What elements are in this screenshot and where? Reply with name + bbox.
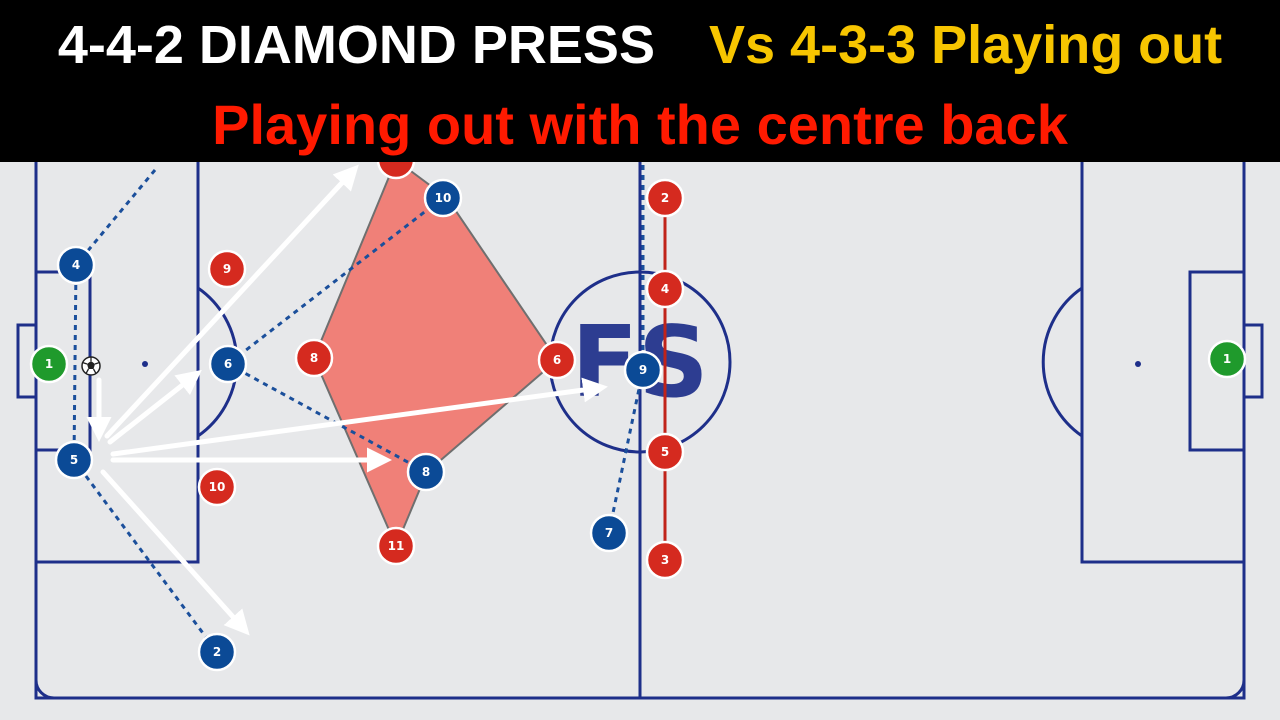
goalkeeper-right[interactable]: 1 (1207, 339, 1247, 379)
dashed-line-10-to-6 (227, 198, 441, 366)
left-penalty-spot (142, 361, 148, 367)
right-penalty-spot (1135, 361, 1141, 367)
player-number: 1 (1223, 352, 1231, 366)
player-number: 6 (553, 353, 561, 367)
player-number: 9 (639, 363, 647, 377)
blue-player-4[interactable]: 4 (56, 245, 96, 285)
football-icon (81, 356, 101, 376)
player-number: 3 (661, 553, 669, 567)
blue-player-9[interactable]: 9 (623, 350, 663, 390)
title-banner: 4-4-2 DIAMOND PRESS Vs 4-3-3 Playing out… (0, 0, 1280, 162)
player-number: 1 (45, 357, 53, 371)
player-number: 8 (422, 465, 430, 479)
dashed-line-9-to-7 (607, 369, 645, 533)
blue-player-8[interactable]: 8 (406, 452, 446, 492)
blue-movement-lines (72, 165, 645, 653)
pass-arrows (86, 164, 608, 636)
arrow-5-to-9 (110, 377, 608, 457)
arrow-5-to-2 (100, 469, 250, 636)
red-player-10[interactable]: 10 (197, 467, 237, 507)
player-number: 2 (661, 191, 669, 205)
right-penalty-arc (1041, 286, 1083, 438)
red-player-4[interactable]: 4 (645, 269, 685, 309)
player-number: 4 (661, 282, 669, 296)
red-player-5[interactable]: 5 (645, 432, 685, 472)
blue-player-10[interactable]: 10 (423, 178, 463, 218)
subtitle: Playing out with the centre back (212, 93, 1068, 156)
player-number: 7 (605, 526, 613, 540)
player-number: 5 (661, 445, 669, 459)
player-number: 9 (223, 262, 231, 276)
player-number: 11 (388, 539, 405, 553)
player-number: 6 (224, 357, 232, 371)
red-player-9[interactable]: 9 (207, 249, 247, 289)
player-number: 5 (70, 453, 78, 467)
title-opponent: Vs 4-3-3 Playing out (709, 15, 1223, 75)
title-line: 4-4-2 DIAMOND PRESS Vs 4-3-3 Playing out (0, 14, 1280, 76)
blue-player-5[interactable]: 5 (54, 440, 94, 480)
dashed-line-4-upfield (74, 169, 157, 266)
player-number: 4 (72, 258, 80, 272)
player-number: 10 (435, 191, 452, 205)
red-player-6[interactable]: 6 (537, 340, 577, 380)
red-player-2[interactable]: 2 (645, 178, 685, 218)
left-corner-arc (34, 679, 55, 700)
player-number: 8 (310, 351, 318, 365)
red-player-11[interactable]: 11 (376, 526, 416, 566)
arrow-5-to-6 (107, 369, 202, 445)
player-number: 2 (213, 645, 221, 659)
blue-player-7[interactable]: 7 (589, 513, 629, 553)
title-formation: 4-4-2 DIAMOND PRESS (57, 15, 655, 75)
red-player-8[interactable]: 8 (294, 338, 334, 378)
goalkeeper-left[interactable]: 1 (29, 344, 69, 384)
player-number: 10 (209, 480, 226, 494)
right-corner-arc (1225, 679, 1246, 700)
dashed-line-4-to-5 (72, 264, 78, 461)
dashed-line-6-to-8 (227, 362, 427, 474)
blue-player-2[interactable]: 2 (197, 632, 237, 672)
blue-player-6[interactable]: 6 (208, 344, 248, 384)
arrow-5-to-top (104, 164, 359, 439)
red-player-3[interactable]: 3 (645, 540, 685, 580)
